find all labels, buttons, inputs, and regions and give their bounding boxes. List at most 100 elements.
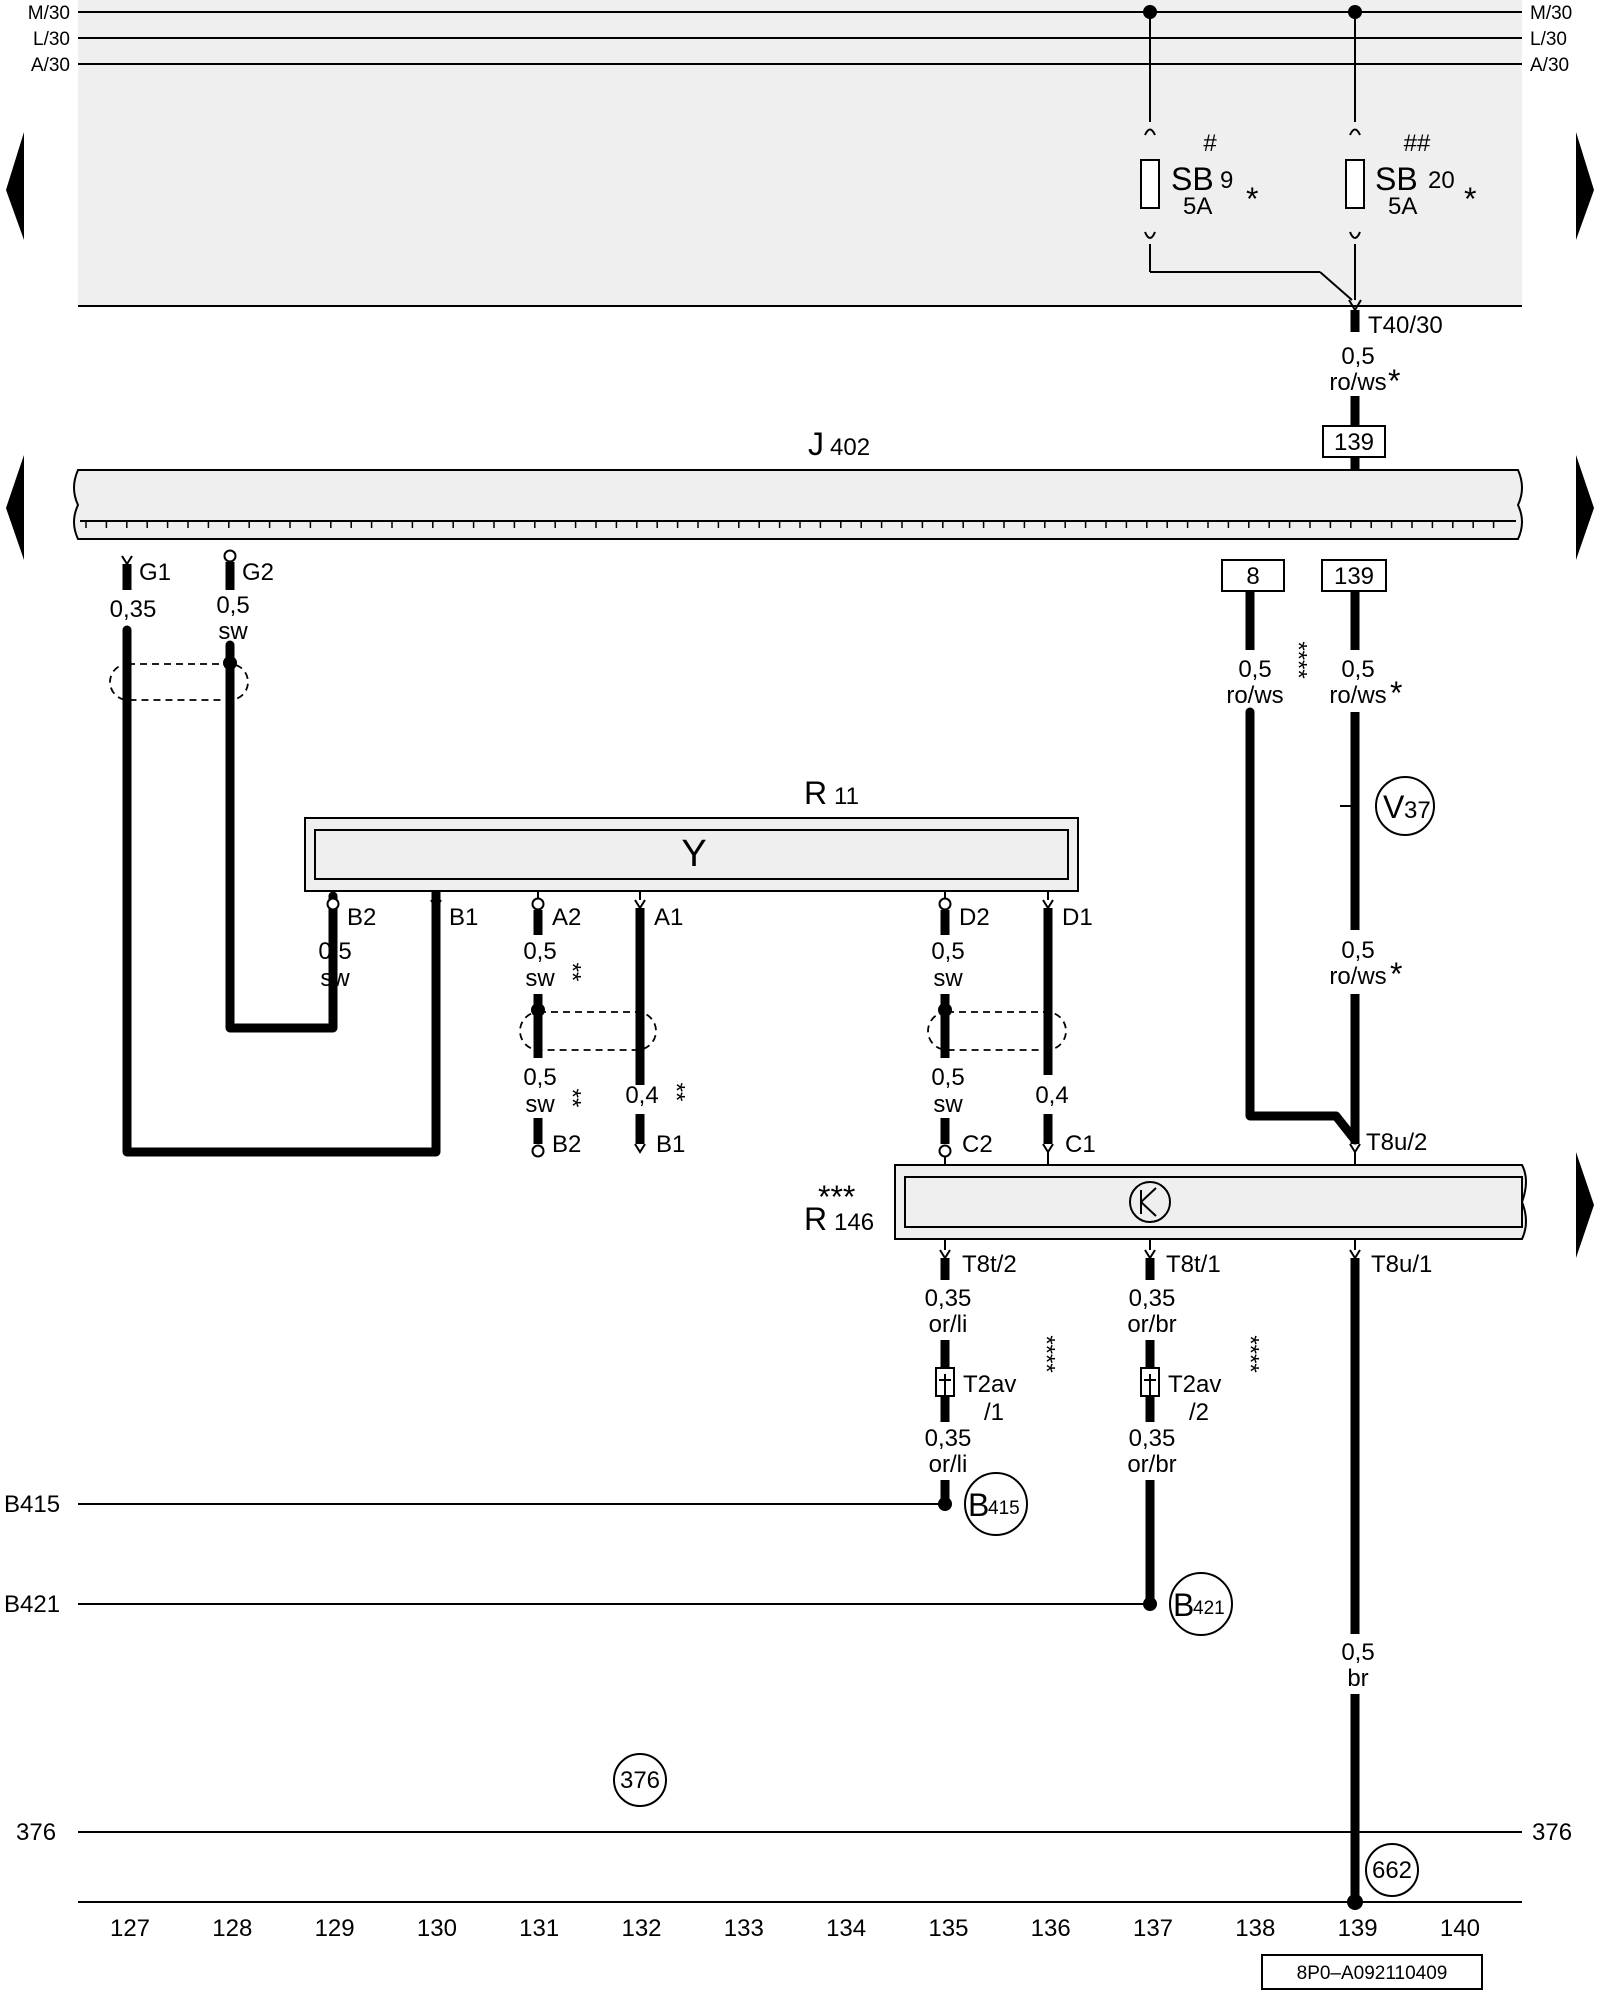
column-number: 137 — [1133, 1915, 1173, 1942]
circle-662 — [1365, 1843, 1419, 1897]
wire-size: 0,5 — [1341, 343, 1374, 370]
power-rails: M/30 L/30 A/30 M/30 L/30 A/30 — [28, 3, 1573, 76]
line-376: 376 376 376 — [16, 1753, 1572, 1846]
r146-top-pins: C2 C1 T8u/2 — [938, 1129, 1427, 1165]
connector-t2av1-pin: /1 — [984, 1399, 1004, 1426]
branch-d: 0,5 sw 0,5 sw 0,4 — [927, 938, 1069, 1144]
side-label-b415: B415 — [4, 1491, 60, 1518]
wire-mark: **** — [1237, 1335, 1264, 1372]
wire-mark: * — [1390, 675, 1402, 711]
fuse-sb20-name: SB — [1375, 161, 1418, 197]
connector-r146-t8u2-label: T8u/2 — [1366, 1129, 1427, 1156]
fuse-sb20-symbol: ## — [1404, 130, 1431, 157]
connector-end-b1-label: B1 — [656, 1131, 685, 1158]
fuse-sb20-rating: 5A — [1388, 193, 1417, 220]
b421-circle — [1169, 1572, 1233, 1636]
reference-139: 139 — [1334, 563, 1374, 590]
connector-r11-d2-label: D2 — [959, 904, 990, 931]
component-j402: J 402 — [73, 426, 1523, 540]
rail-m30-label-right: M/30 — [1530, 3, 1572, 24]
r11-pins: B2 0,5 sw B1 A2 A1 D2 D1 — [318, 891, 1093, 1085]
circle-662-label: 662 — [1372, 1857, 1412, 1884]
wire-color: or/br — [1127, 1451, 1176, 1478]
column-number: 139 — [1338, 1915, 1378, 1942]
wire-size: 0,5 — [1341, 656, 1374, 683]
prev-page-arrow-top-icon[interactable] — [6, 132, 24, 240]
wire-color: sw — [525, 965, 555, 992]
column-number: 132 — [621, 1915, 661, 1942]
r146-index: 146 — [834, 1209, 874, 1236]
j402-body — [73, 469, 1523, 540]
wire-size: 0,35 — [1129, 1425, 1176, 1452]
wire-color: or/li — [929, 1311, 968, 1338]
next-page-arrow-top-icon[interactable] — [1576, 132, 1594, 240]
next-page-arrow-bottom-icon[interactable] — [1576, 1152, 1594, 1258]
column-number: 127 — [110, 1915, 150, 1942]
column-number: 134 — [826, 1915, 866, 1942]
side-label-376-left: 376 — [16, 1819, 56, 1846]
connector-t2av2-name: T2av — [1168, 1371, 1221, 1398]
wire-mark: **** — [1033, 1335, 1060, 1372]
rail-l30-label-left: L/30 — [33, 29, 70, 50]
j402-name: J — [808, 426, 824, 462]
wire-color: ro/ws — [1329, 963, 1386, 990]
r11-index: 11 — [834, 783, 859, 810]
j402-pin-g2: G2 0,5 sw — [216, 549, 274, 645]
wire-color: sw — [218, 618, 248, 645]
wire-size: 0,5 — [1341, 1639, 1374, 1666]
next-page-arrow-middle-icon[interactable] — [1576, 455, 1594, 560]
wire-t40-30: T40/30 0,5 ro/ws * 139 — [1322, 299, 1443, 470]
wire-size: 0,35 — [110, 596, 157, 623]
wire-size: 0,35 — [925, 1425, 972, 1452]
connector-r11-b2-label: B2 — [347, 904, 376, 931]
b415-letter: B — [968, 1487, 989, 1523]
connector-end-b2-label: B2 — [552, 1131, 581, 1158]
v37-circle — [1375, 776, 1435, 836]
wire-size: 0,5 — [1341, 937, 1374, 964]
prev-page-arrow-middle-icon[interactable] — [6, 455, 24, 560]
connector-r11-a1-label: A1 — [654, 904, 683, 931]
wire-size: 0,5 — [1238, 656, 1271, 683]
wire-color: or/li — [929, 1451, 968, 1478]
connector-r146-t8t2-label: T8t/2 — [962, 1251, 1017, 1278]
fuse-sb20: ## SB 20 5A * — [1345, 5, 1476, 300]
r11-symbol: Y — [681, 833, 706, 875]
v37-number: 37 — [1404, 797, 1431, 824]
wire-size: 0,35 — [925, 1285, 972, 1312]
b421-number: 421 — [1193, 1598, 1225, 1619]
side-label-376-right: 376 — [1532, 1819, 1572, 1846]
fuse-sb9: # SB 9 5A * — [1140, 5, 1353, 301]
connector-t40-30-label: T40/30 — [1368, 312, 1443, 339]
wire-mark: ** — [663, 1083, 690, 1102]
rail-l30-label-right: L/30 — [1530, 29, 1567, 50]
circle-376-label: 376 — [620, 1767, 660, 1794]
wire-size: 0,4 — [625, 1082, 658, 1109]
j402-tick-marks — [85, 521, 1495, 528]
rail-m30-label-left: M/30 — [28, 3, 70, 24]
r11-name: R — [804, 775, 827, 811]
column-number: 131 — [519, 1915, 559, 1942]
connector-r146-t8t1-label: T8t/1 — [1166, 1251, 1221, 1278]
connector-r11-d1-label: D1 — [1062, 904, 1093, 931]
column-number: 135 — [928, 1915, 968, 1942]
component-r11: R 11 Y — [304, 775, 1079, 892]
connector-g2-label: G2 — [242, 559, 274, 586]
wire-size: 0,4 — [1035, 1082, 1068, 1109]
connector-r146-c1-label: C1 — [1065, 1131, 1096, 1158]
fuse-sb9-mark: * — [1246, 181, 1258, 217]
reference-139-top: 139 — [1334, 429, 1374, 456]
wire-mark: ** — [559, 963, 586, 982]
column-number: 128 — [212, 1915, 252, 1942]
wire-mark: **** — [1285, 641, 1312, 678]
wire-color: sw — [933, 965, 963, 992]
wire-color: or/br — [1127, 1311, 1176, 1338]
connector-r146-t8u1-label: T8u/1 — [1371, 1251, 1432, 1278]
rail-a30-label-right: A/30 — [1530, 55, 1569, 76]
document-id-box — [1261, 1954, 1483, 1990]
rail-a30-label-left: A/30 — [31, 55, 70, 76]
connector-r11-a2-label: A2 — [552, 904, 581, 931]
connector-r11-b1-label: B1 — [449, 904, 478, 931]
column-number: 140 — [1440, 1915, 1480, 1942]
shielded-cable-g — [109, 625, 441, 1157]
